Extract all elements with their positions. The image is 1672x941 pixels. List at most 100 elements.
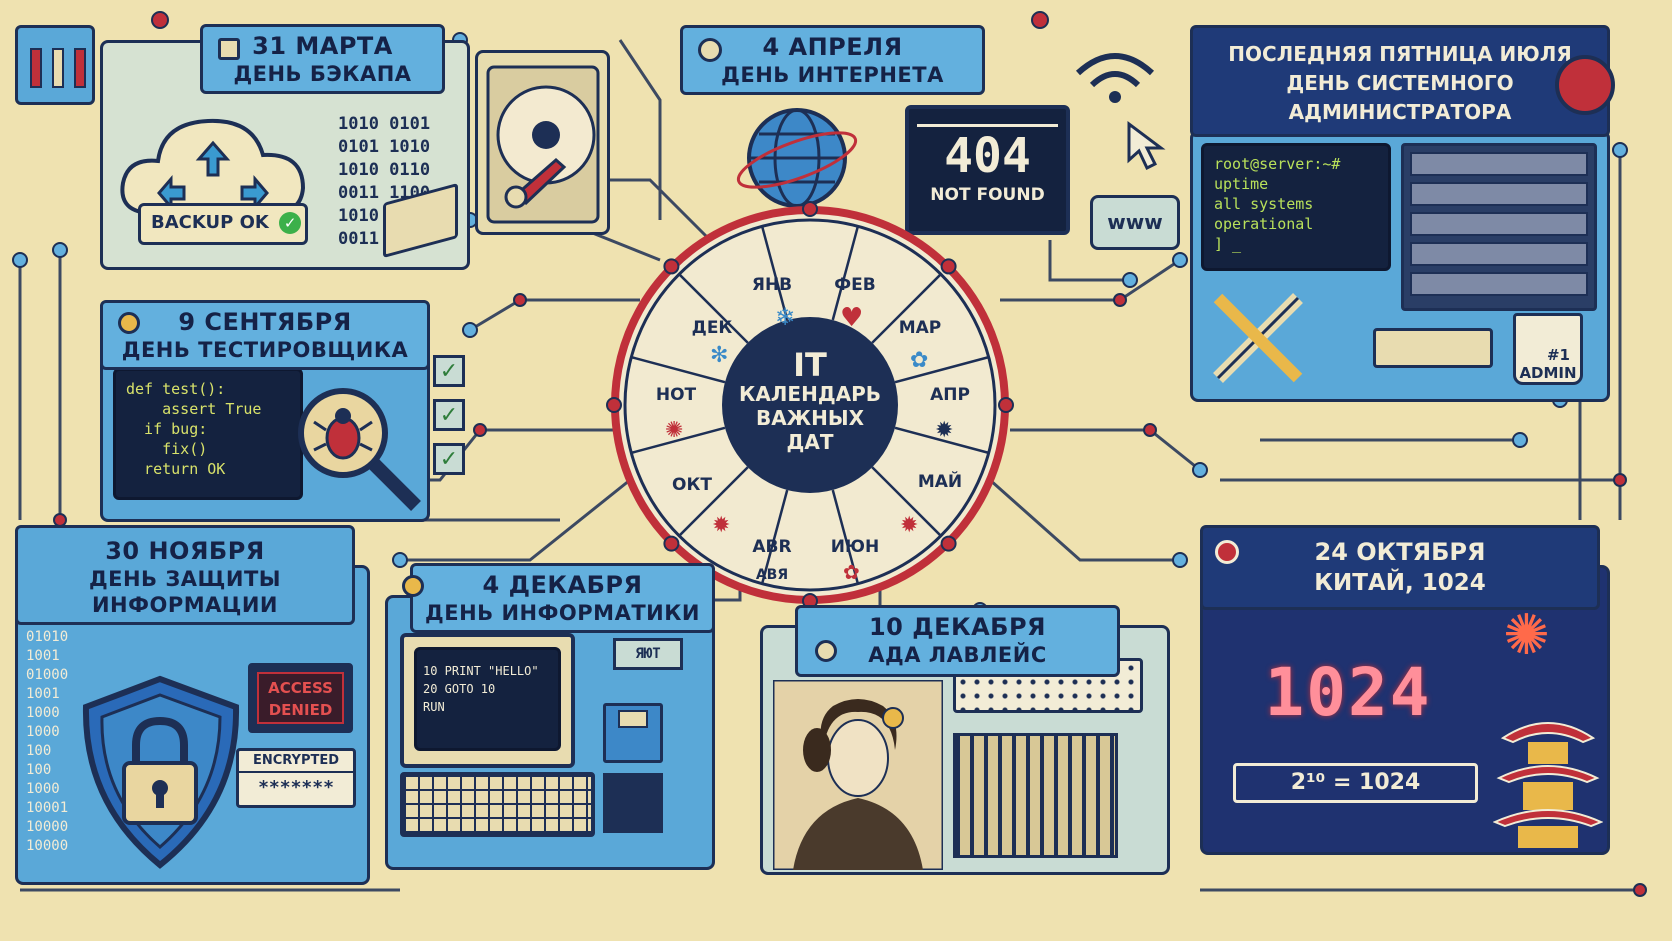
binary-row: 1000 — [26, 781, 60, 797]
security-day-name-2: ИНФОРМАЦИИ — [91, 593, 278, 617]
backup-day-date: 31 МАРТА — [252, 32, 393, 60]
binary-row: 100 — [26, 743, 52, 759]
password-field: ENCRYPTED ******* — [236, 748, 356, 808]
checklist-icon: ✓ ✓ ✓ — [433, 355, 473, 485]
error-404-window: 404 NOT FOUND — [905, 105, 1070, 235]
wheel-title-1: IT — [793, 346, 827, 384]
binary-row: 1000 — [26, 724, 60, 740]
gear-icon — [118, 312, 140, 334]
wheel-knob — [940, 258, 957, 275]
binary-row: 1001 — [26, 648, 60, 664]
backup-status-text: BACKUP OK — [151, 212, 269, 233]
security-day-date: 30 НОЯБРЯ — [105, 537, 265, 565]
binary-row: 10001 — [26, 800, 69, 816]
snowflake-icon: ❄ — [775, 303, 796, 331]
hard-drive-card — [475, 50, 610, 235]
informatics-day-date: 4 ДЕКАБРЯ — [482, 571, 643, 599]
analytical-engine-icon — [953, 733, 1118, 858]
backup-day-tag: 31 МАРТА ДЕНЬ БЭКАПА — [200, 24, 445, 94]
access-denied-text: ACCESS DENIED — [257, 672, 344, 724]
pagoda-icon — [1493, 722, 1603, 848]
tester-day-name: ДЕНЬ ТЕСТИРОВЩИКА — [121, 338, 409, 362]
binary-row: 1001 — [26, 686, 60, 702]
sparkle-icon: ✺ — [665, 418, 684, 443]
wheel-knob — [940, 535, 957, 552]
sun-icon: ✻ — [710, 343, 729, 368]
wheel-spoke — [894, 426, 990, 455]
internet-day-tag: 4 АПРЕЛЯ ДЕНЬ ИНТЕРНЕТА — [680, 25, 985, 95]
wheel-month-aug: ABR — [752, 537, 792, 557]
binary-row: 01000 — [26, 667, 69, 683]
wheel-month-oct: ОКТ — [672, 475, 712, 495]
wheel-spoke — [871, 466, 942, 537]
network-switch-icon — [1373, 328, 1493, 368]
wheel-spoke — [678, 466, 749, 537]
gear-icon — [1215, 540, 1239, 564]
wheel-title-3: ВАЖНЫХ — [755, 406, 865, 430]
binary-row: 1010 0110 — [338, 160, 431, 180]
informatics-day-tag: 4 ДЕКАБРЯ ДЕНЬ ИНФОРМАТИКИ — [410, 563, 715, 633]
wheel-title-2: КАЛЕНДАРЬ — [738, 382, 882, 406]
gauge-icon — [1555, 55, 1615, 115]
lovelace-day-date: 10 ДЕКАБРЯ — [868, 613, 1047, 641]
binary-row: 01010 — [26, 629, 69, 645]
gear-icon: ✹ — [935, 418, 954, 443]
wifi-icon — [1075, 53, 1155, 103]
wheel-knob — [998, 397, 1014, 413]
bug-magnifier-icon — [298, 388, 421, 511]
wheel-spoke — [760, 225, 789, 321]
cursor-arrow-icon — [1127, 121, 1166, 171]
wheel-knob — [802, 201, 818, 217]
gear-icon — [402, 575, 424, 597]
fuse-tubes-icon — [15, 25, 95, 105]
wrench-screwdriver-icon — [1213, 293, 1303, 383]
wheel-knob — [606, 397, 622, 413]
formula-text: 2¹⁰ = 1024 — [1290, 770, 1421, 795]
china-day-card: 1024 2¹⁰ = 1024 ✺ — [1200, 565, 1610, 855]
security-day-tag: 30 НОЯБРЯ ДЕНЬ ЗАЩИТЫ ИНФОРМАЦИИ — [15, 525, 355, 625]
retro-computer-icon: 10 PRINT "HELLO" 20 GOTO 10 RUN — [400, 633, 595, 843]
gear-icon — [698, 38, 722, 62]
mug-label: #1 ADMIN — [1519, 346, 1577, 382]
wheel-title-4: ДАТ — [786, 430, 834, 454]
binary-row: 1010 0101 — [338, 114, 431, 134]
check-circle-icon: ✓ — [279, 212, 302, 234]
wheel-month-jun: ИЮН — [830, 537, 880, 557]
lovelace-day-name: АДА ЛАВЛЕЙС — [868, 643, 1047, 667]
china-day-date: 24 ОКТЯБРЯ — [1314, 538, 1486, 566]
china-day-name: КИТАЙ, 1024 — [1314, 570, 1486, 596]
security-day-name-1: ДЕНЬ ЗАЩИТЫ — [88, 567, 282, 591]
cloud-sync-icon — [120, 118, 306, 215]
chip-label: ЯЮТ — [613, 638, 683, 670]
wheel-knob — [663, 535, 680, 552]
error-text: NOT FOUND — [930, 185, 1045, 205]
wheel-spoke — [678, 273, 749, 344]
gear-icon — [815, 640, 837, 662]
wheel-month-may: МАЙ — [917, 472, 963, 492]
security-binary-column: 01010 1001 01000 1001 1000 1000 100 100 … — [26, 628, 68, 856]
basic-code-screen: 10 PRINT "HELLO" 20 GOTO 10 RUN — [414, 647, 561, 751]
informatics-day-name: ДЕНЬ ИНФОРМАТИКИ — [425, 601, 700, 625]
sysadmin-day-tag: ПОСЛЕДНЯЯ ПЯТНИЦА ИЮЛЯ ДЕНЬ СИСТЕМНОГО А… — [1190, 25, 1610, 137]
informatics-day-card: 10 PRINT "HELLO" 20 GOTO 10 RUN ЯЮТ — [385, 595, 715, 870]
binary-row: 10000 — [26, 838, 69, 854]
tester-day-date: 9 СЕНТЯБРЯ — [178, 308, 352, 336]
server-rack-icon — [1401, 143, 1597, 311]
internet-day-name: ДЕНЬ ИНТЕРНЕТА — [721, 63, 944, 87]
access-denied-screen: ACCESS DENIED — [248, 663, 353, 733]
big-1024-display: 1024 — [1264, 654, 1432, 731]
wheel-spoke — [630, 355, 726, 384]
flower-icon: ✿ — [910, 348, 929, 373]
hard-drive-icon — [486, 65, 600, 224]
sysadmin-line-1: ПОСЛЕДНЯЯ ПЯТНИЦА ИЮЛЯ — [1228, 42, 1572, 66]
shield-lock-icon — [82, 675, 240, 869]
server-terminal: root@server:~# uptime all systems operat… — [1201, 143, 1391, 271]
globe-icon — [736, 108, 858, 208]
wheel-month-extra: АВЯ — [755, 567, 789, 583]
www-text: www — [1107, 210, 1163, 234]
wheel-knob — [663, 258, 680, 275]
password-mask: ******* — [258, 777, 334, 798]
wheel-month-mar: МАР — [898, 318, 942, 338]
wheel-month-jan: ЯНВ — [751, 275, 793, 295]
sysadmin-line-2: ДЕНЬ СИСТЕМНОГО — [1286, 71, 1514, 95]
